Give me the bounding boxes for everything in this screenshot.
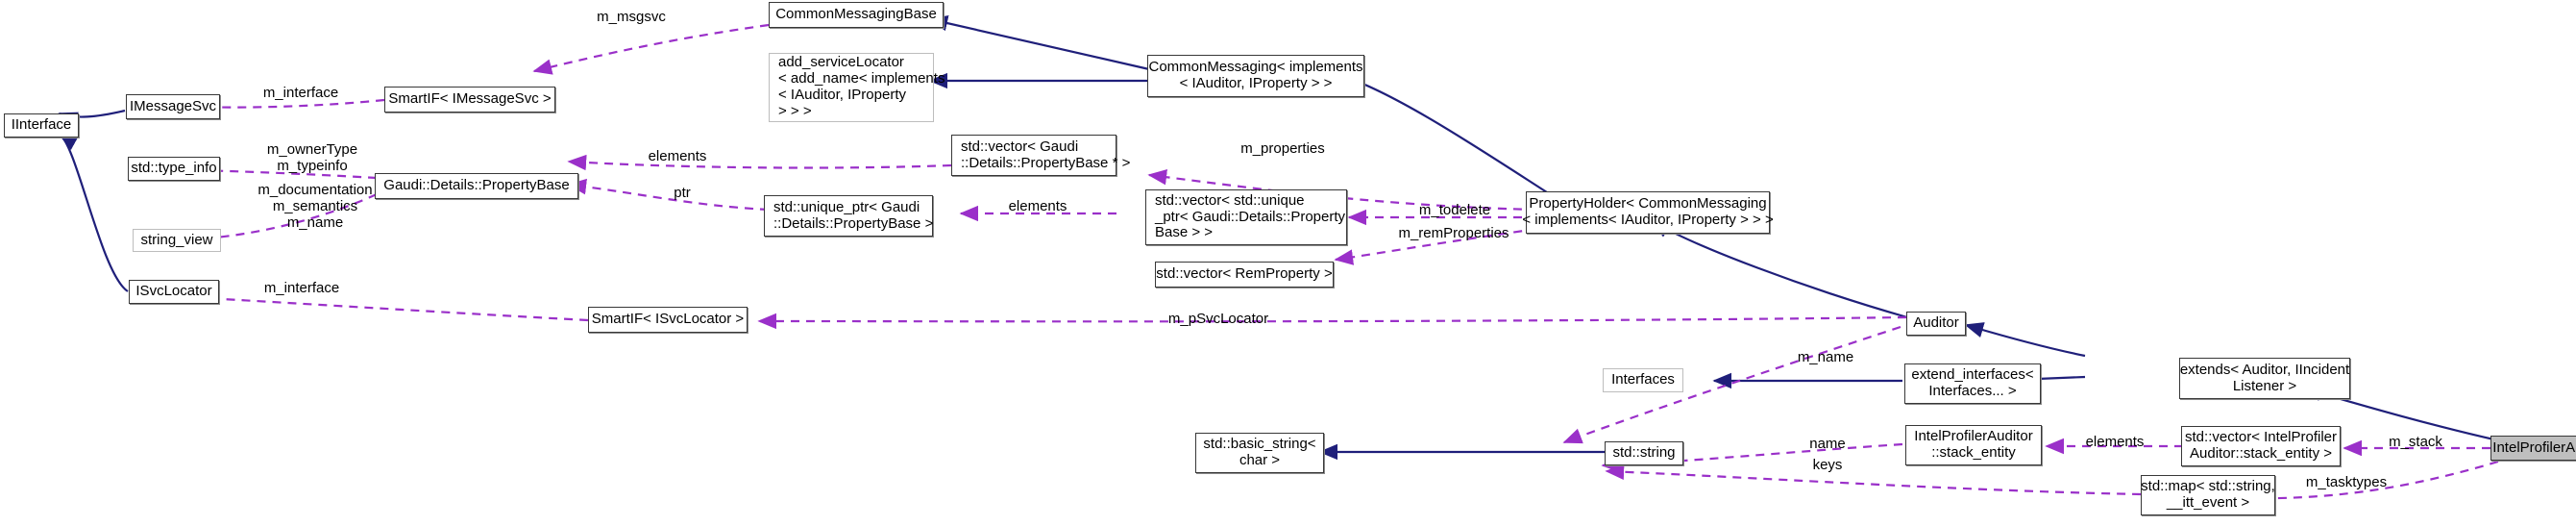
edge-label-m-interface-msgsvc: m_interface <box>262 85 339 101</box>
node-vector-remproperty[interactable]: std::vector< RemProperty > <box>1155 262 1334 288</box>
node-std-string[interactable]: std::string <box>1605 441 1683 465</box>
node-iinterface[interactable]: IInterface <box>4 113 79 138</box>
edge-label-elements-uniqueptr: elements <box>1008 198 1067 214</box>
edge-label-m-tasktypes: m_tasktypes <box>2305 474 2388 490</box>
edge-label-m-name: m_name <box>1797 349 1854 365</box>
node-vector-unique-ptr-propertybase[interactable]: std::vector< std::unique _ptr< Gaudi::De… <box>1145 189 1347 245</box>
edge-smartifsvc-isvclocator <box>171 288 589 322</box>
node-commonmessagingbase[interactable]: CommonMessagingBase <box>769 2 944 28</box>
node-map-string-itt-event[interactable]: std::map< std::string, __itt_event > <box>2141 475 2275 515</box>
node-std-type-info[interactable]: std::type_info <box>128 157 220 181</box>
edge-commonmessaging-commonmessagingbase <box>928 14 1150 71</box>
edge-label-m-interface-svclocator: m_interface <box>263 280 340 296</box>
node-commonmessaging-implements[interactable]: CommonMessaging< implements < IAuditor, … <box>1147 55 1364 97</box>
edge-label-m-ownertype-typeinfo: m_ownerType m_typeinfo <box>266 141 358 174</box>
edge-propertyholder-vecpropbase <box>1147 168 1538 212</box>
edge-propertyholder-vecremproperty <box>1334 227 1538 265</box>
node-unique-ptr-propertybase[interactable]: std::unique_ptr< Gaudi ::Details::Proper… <box>764 195 933 237</box>
node-propertyholder[interactable]: PropertyHolder< CommonMessaging < implem… <box>1522 191 1774 234</box>
node-add-servicelocator[interactable]: add_serviceLocator < add_name< implement… <box>769 53 945 122</box>
edge-label-m-psvclocator: m_pSvcLocator <box>1167 311 1269 327</box>
node-intelprofilerauditor[interactable]: IntelProfilerAuditor <box>2490 436 2576 461</box>
edge-commonmessagingbase-smartifmsg <box>532 23 770 75</box>
edge-auditor-propertyholder <box>1651 220 1908 319</box>
edge-label-m-msgsvc: m_msgsvc <box>597 9 666 25</box>
edge-label-m-properties: m_properties <box>1240 140 1325 157</box>
edge-propertyholder-commonmessaging <box>1337 72 1548 193</box>
node-vector-stack-entity[interactable]: std::vector< IntelProfiler Auditor::stac… <box>2181 426 2341 466</box>
edge-label-name: name <box>1809 436 1846 452</box>
node-intelprofilerauditor-stack-entity[interactable]: IntelProfilerAuditor ::stack_entity <box>1905 425 2042 465</box>
node-interfaces[interactable]: Interfaces <box>1603 368 1683 392</box>
edge-label-m-remproperties: m_remProperties <box>1398 225 1509 241</box>
edge-label-m-todelete: m_todelete <box>1418 202 1491 218</box>
edge-intelprofilerauditor-map <box>2237 460 2499 507</box>
node-extend-interfaces[interactable]: extend_interfaces< Interfaces... > <box>1904 363 2041 404</box>
node-auditor[interactable]: Auditor <box>1906 312 1966 336</box>
node-isvclocator[interactable]: ISvcLocator <box>129 280 219 304</box>
edge-auditor-stdstring <box>1562 325 1901 444</box>
edge-auditor-smartifsvc <box>757 313 1907 330</box>
node-smartif-isvclocator[interactable]: SmartIF< ISvcLocator > <box>588 307 748 333</box>
edge-label-m-stack: m_stack <box>2389 434 2442 450</box>
node-smartif-imessagesvc[interactable]: SmartIF< IMessageSvc > <box>384 87 555 113</box>
node-imessagesvc[interactable]: IMessageSvc <box>126 94 220 119</box>
node-gaudi-details-propertybase[interactable]: Gaudi::Details::PropertyBase <box>375 173 578 199</box>
edge-label-keys: keys <box>1812 457 1843 473</box>
edge-label-elements-propertybase: elements <box>648 148 707 164</box>
edge-label-m-documentation-semantics-name: m_documentation m_semantics m_name <box>258 182 373 231</box>
edge-label-ptr: ptr <box>674 185 691 201</box>
node-string-view[interactable]: string_view <box>133 229 221 252</box>
edge-vecpropbase-propertybase <box>567 154 952 171</box>
edge-label-elements-stack-entity: elements <box>2085 434 2145 450</box>
node-extends-auditor-iincidentlistener[interactable]: extends< Auditor, IIncident Listener > <box>2179 358 2350 399</box>
edge-isvclocator-iinterface <box>58 134 129 292</box>
node-vector-propertybase-ptr[interactable]: std::vector< Gaudi ::Details::PropertyBa… <box>951 135 1130 176</box>
node-basic-string-char[interactable]: std::basic_string< char > <box>1195 433 1324 473</box>
edge-map-stdstring <box>1605 463 2142 496</box>
edge-extends-auditor <box>1964 322 2086 358</box>
